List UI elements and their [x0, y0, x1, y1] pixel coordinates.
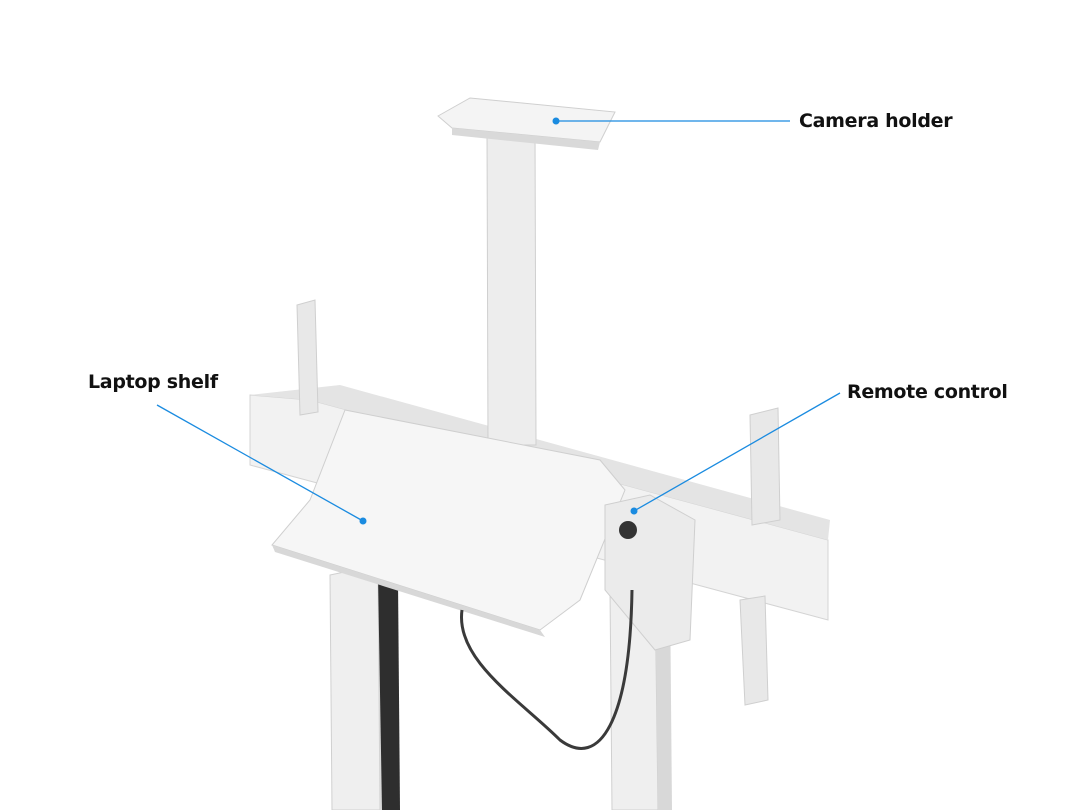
laptop-shelf-dot: [359, 517, 367, 525]
vesa-brackets: [296, 299, 781, 706]
remote-control-product: [604, 494, 696, 651]
laptop-shelf-label: Laptop shelf: [88, 371, 218, 393]
remote-control-dot: [630, 507, 638, 515]
camera-holder-dot: [552, 117, 560, 125]
cable-chain: [378, 575, 400, 810]
remote-control-leader: [633, 392, 841, 512]
camera-holder-product: [437, 97, 616, 446]
laptop-shelf-leader: [156, 404, 364, 522]
remote-control-label: Remote control: [847, 381, 1008, 403]
camera-holder-label: Camera holder: [799, 110, 953, 132]
leader-lines: [156, 117, 841, 525]
remote-cable: [460, 589, 634, 750]
laptop-shelf-product: [271, 409, 626, 637]
